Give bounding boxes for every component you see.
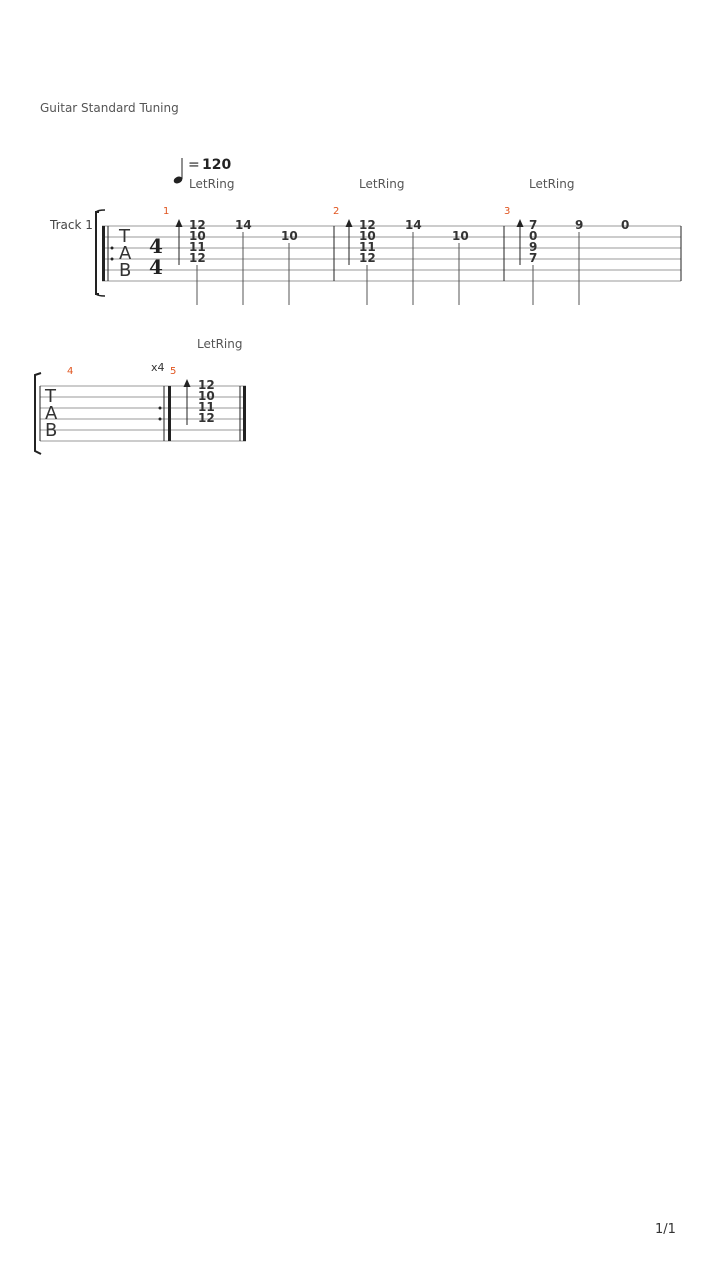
staff-lines — [102, 225, 681, 282]
measure-number-3: 3 — [504, 206, 510, 217]
measure-5: 12 10 11 12 — [183, 378, 215, 425]
fret-number: 10 — [189, 229, 206, 243]
fret-number: 12 — [189, 218, 206, 232]
repeat-count: x4 — [151, 361, 165, 374]
system-2: T A B 4 x4 5 LetRing 12 10 11 12 — [34, 337, 246, 455]
letring-marker-1: LetRing — [189, 177, 234, 191]
letring-marker-3: LetRing — [529, 177, 574, 191]
measure-1: 12 10 11 12 14 10 — [175, 218, 298, 305]
repeat-dot-upper — [158, 406, 162, 410]
bracket-top-hook — [95, 209, 106, 213]
arpeggio-up-icon — [175, 219, 183, 265]
fret-number: 12 — [359, 218, 376, 232]
fret-number: 0 — [529, 229, 537, 243]
fret-number: 10 — [198, 389, 215, 403]
repeat-start-thick-bar — [102, 226, 105, 281]
tab-letter-a: A — [45, 403, 58, 424]
fret-number: 9 — [529, 240, 537, 254]
fret-number: 9 — [575, 218, 583, 232]
letring-marker-2: LetRing — [359, 177, 404, 191]
measure-number-5: 5 — [170, 366, 176, 377]
repeat-dot-upper — [110, 246, 114, 250]
fret-number: 7 — [529, 218, 537, 232]
fret-number: 12 — [198, 411, 215, 425]
fret-number: 10 — [281, 229, 298, 243]
arpeggio-up-icon — [516, 219, 524, 265]
time-signature-bottom: 4 — [149, 255, 163, 279]
final-barline-thick — [243, 386, 246, 441]
measure-number-4: 4 — [67, 366, 73, 377]
page-number: 1/1 — [655, 1222, 676, 1237]
fret-number: 14 — [235, 218, 252, 232]
tempo-value: 120 — [202, 157, 231, 173]
bracket-bottom-hook — [95, 293, 106, 297]
tab-letter-b: B — [45, 420, 57, 441]
arpeggio-up-icon — [183, 379, 191, 425]
fret-number: 11 — [189, 240, 206, 254]
measure-3: 7 0 9 7 9 0 — [516, 218, 629, 305]
tab-letter-a: A — [119, 243, 132, 264]
tuning-label: Guitar Standard Tuning — [40, 101, 179, 115]
fret-number: 12 — [189, 251, 206, 265]
fret-number: 14 — [405, 218, 422, 232]
measure-number-2: 2 — [333, 206, 339, 217]
staff-lines — [40, 385, 246, 442]
fret-number: 10 — [359, 229, 376, 243]
fret-number: 0 — [621, 218, 629, 232]
tab-letter-t: T — [118, 226, 131, 247]
system-bracket — [95, 211, 99, 295]
repeat-end-thick-bar — [168, 386, 171, 441]
measure-2: 12 10 11 12 14 10 — [345, 218, 469, 305]
measure-number-1: 1 — [163, 206, 169, 217]
track-label: Track 1 — [49, 218, 93, 232]
repeat-dot-lower — [158, 417, 162, 421]
letring-marker-5: LetRing — [197, 337, 242, 351]
fret-number: 11 — [198, 400, 215, 414]
system-1: Track 1 T A B 4 4 1 2 3 — [49, 177, 682, 305]
tempo-marking: = 120 — [173, 157, 231, 184]
fret-number: 11 — [359, 240, 376, 254]
fret-number: 12 — [359, 251, 376, 265]
repeat-dot-lower — [110, 257, 114, 261]
tab-letter-t: T — [44, 386, 57, 407]
fret-number: 10 — [452, 229, 469, 243]
time-signature-top: 4 — [149, 234, 163, 258]
tab-letter-b: B — [119, 260, 131, 281]
quarter-note-icon — [173, 176, 183, 184]
arpeggio-up-icon — [345, 219, 353, 265]
tempo-equals: = — [188, 157, 200, 173]
fret-number: 7 — [529, 251, 537, 265]
fret-number: 12 — [198, 378, 215, 392]
system-bracket — [34, 372, 42, 455]
